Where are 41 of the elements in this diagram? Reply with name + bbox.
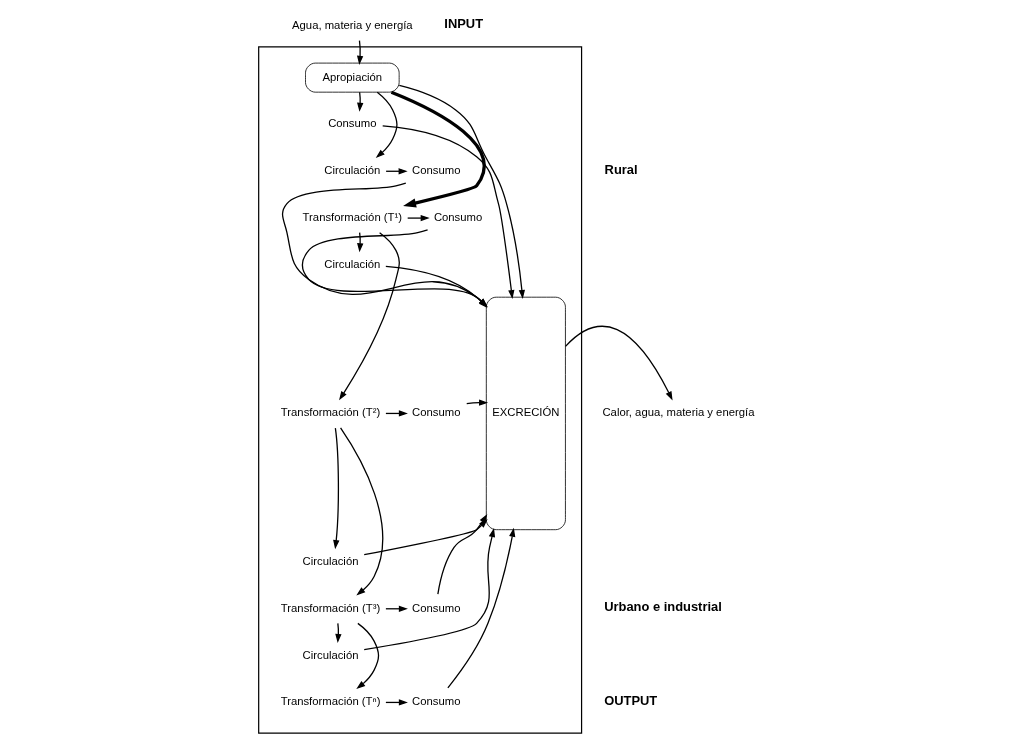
arrow [356,622,380,690]
node-text: Consumo [412,601,461,614]
node-text: Transformación (T³) [280,601,381,614]
node-text: Circulación [302,554,359,567]
node-text: Calor, agua, materia y energía [602,406,755,419]
arrow [407,214,430,222]
label: INPUT [444,16,484,32]
arrow [356,40,364,65]
node-text: Consumo [412,406,461,419]
arrow [339,427,384,596]
arrow [564,325,673,401]
arrow [447,527,516,689]
node-text: Circulación [324,257,381,270]
arrow [333,427,340,550]
label: OUTPUT [604,692,658,708]
arrow [335,622,342,644]
arrow [301,229,488,307]
arrow [385,265,488,309]
arrow [281,182,488,307]
cluster [258,46,583,734]
node-text: Consumo [433,211,483,224]
label: Urbano e industrial [604,599,722,615]
arrow [363,528,496,651]
node-text: Consumo [412,164,461,177]
node-text: Consumo [412,695,461,708]
arrow [357,232,364,253]
node-text: Transformación (T²) [280,406,381,419]
node-text: Consumo [328,117,377,130]
arrow [375,91,398,158]
arrow [398,84,526,300]
node-text: Agua, materia y energía [292,18,413,31]
node-text: Circulación [324,164,381,177]
arrow [390,90,486,208]
arrow [339,232,400,401]
node-text: Transformación (Tⁿ) [280,695,381,708]
node-box: Apropiación [305,62,400,93]
arrow [357,91,364,112]
node-text: Circulación [302,648,359,661]
node-text: Transformación (T¹) [302,211,403,224]
label: Rural [604,161,638,177]
node-box: EXCRECIÓN [485,296,566,531]
